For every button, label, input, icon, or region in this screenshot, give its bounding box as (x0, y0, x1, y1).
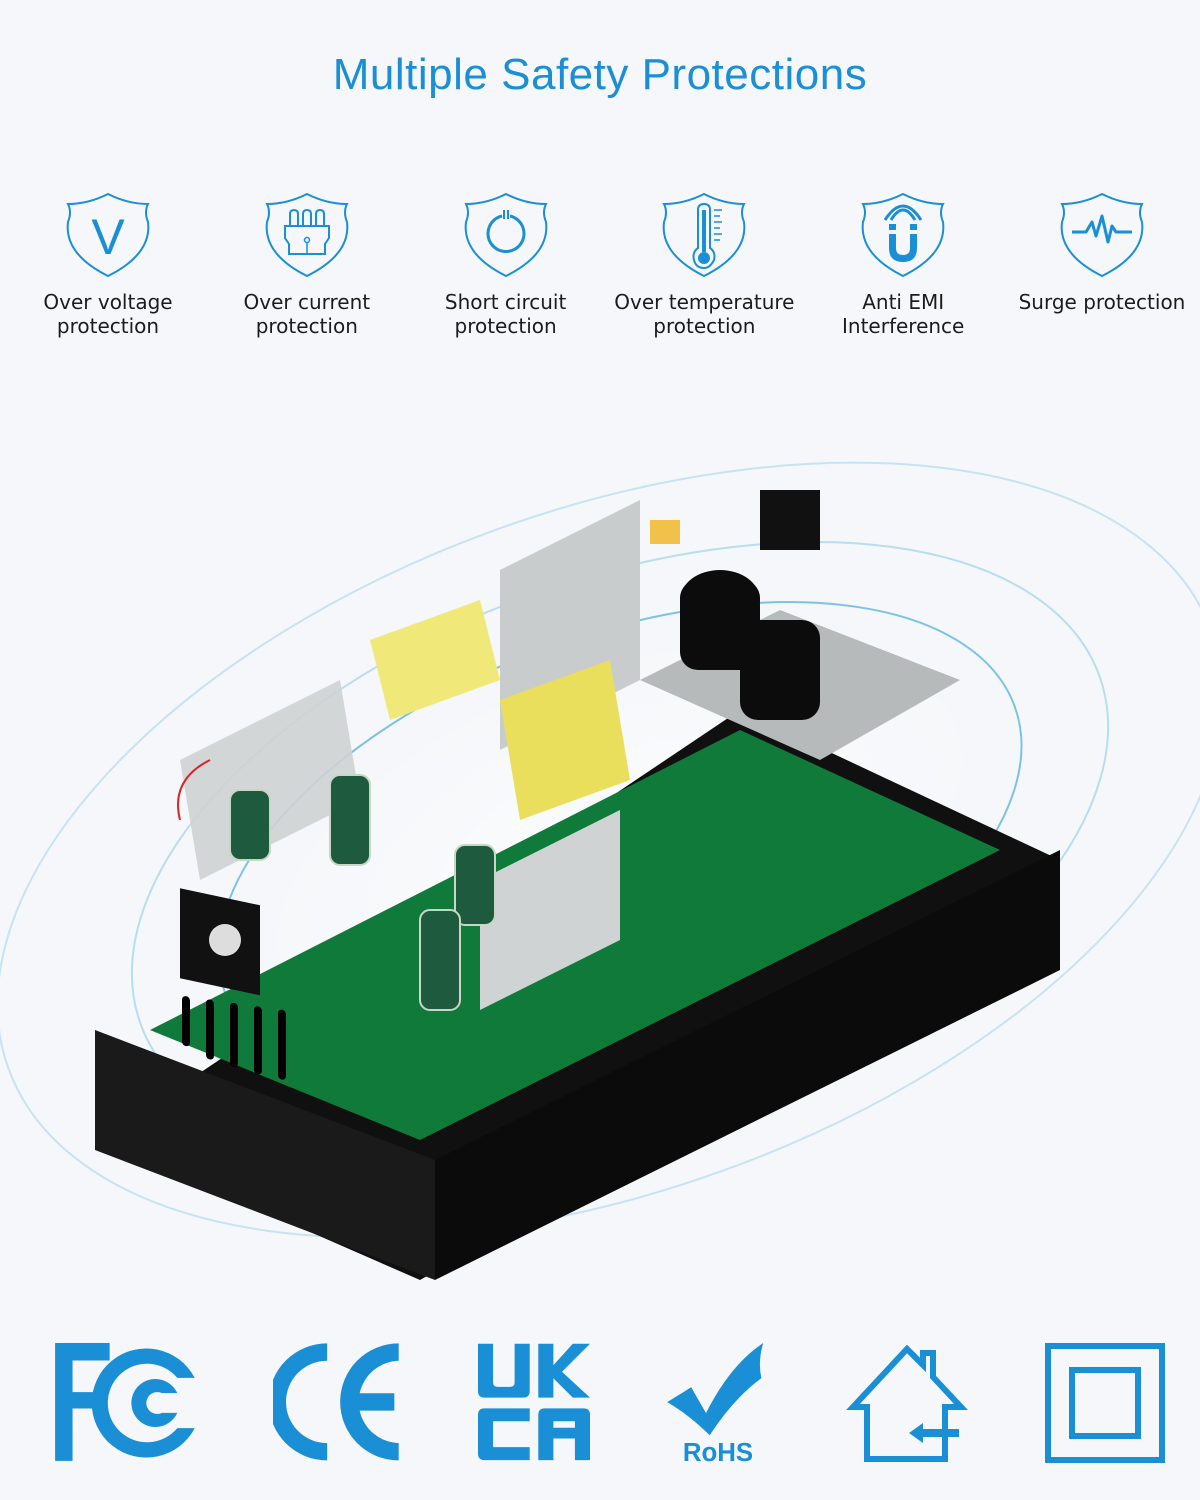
feature-anti-emi: Anti EMI Interference (805, 192, 1001, 338)
ukca-logo (478, 1343, 591, 1467)
certification-logos: RoHS (55, 1340, 1165, 1470)
feature-over-voltage: V Over voltage protection (10, 192, 206, 338)
class-ii-logo (1044, 1343, 1165, 1467)
indoor-use-icon (846, 1344, 969, 1462)
class-ii-double-insulation-icon (1044, 1343, 1165, 1463)
indoor-use-logo (845, 1343, 969, 1467)
feature-label: Over temperature protection (614, 290, 795, 338)
feature-surge: Surge protection (1004, 192, 1200, 338)
feature-label: Over voltage protection (43, 290, 173, 338)
feature-short-circuit: Short circuit protection (408, 192, 604, 338)
fcc-icon (55, 1343, 195, 1461)
rohs-logo: RoHS (666, 1343, 770, 1467)
shield-plug-icon (265, 192, 349, 278)
feature-label: Surge protection (1018, 290, 1186, 314)
feature-list: V Over voltage protection Over current p… (10, 192, 1200, 338)
svg-text:V: V (91, 209, 125, 265)
fcc-logo (55, 1343, 197, 1467)
feature-label: Short circuit protection (444, 290, 567, 338)
ukca-icon (478, 1343, 591, 1461)
shield-power-icon (463, 192, 548, 278)
shield-magnet-icon (861, 192, 945, 278)
page-title: Multiple Safety Protections (332, 50, 868, 99)
shield-v-icon: V (66, 192, 150, 278)
shield-thermometer-icon (662, 192, 747, 278)
ce-logo (268, 1343, 403, 1467)
svg-text:RoHS: RoHS (683, 1439, 753, 1463)
ce-icon (268, 1343, 399, 1461)
product-image (0, 461, 1200, 1280)
feature-over-current: Over current protection (209, 192, 405, 338)
power-supply-case (95, 490, 1060, 1280)
feature-over-temperature: Over temperature protection (606, 192, 802, 338)
feature-label: Anti EMI Interference (842, 290, 965, 338)
feature-label: Over current protection (243, 290, 371, 338)
rohs-icon: RoHS (667, 1343, 764, 1467)
shield-pulse-icon (1060, 192, 1144, 278)
